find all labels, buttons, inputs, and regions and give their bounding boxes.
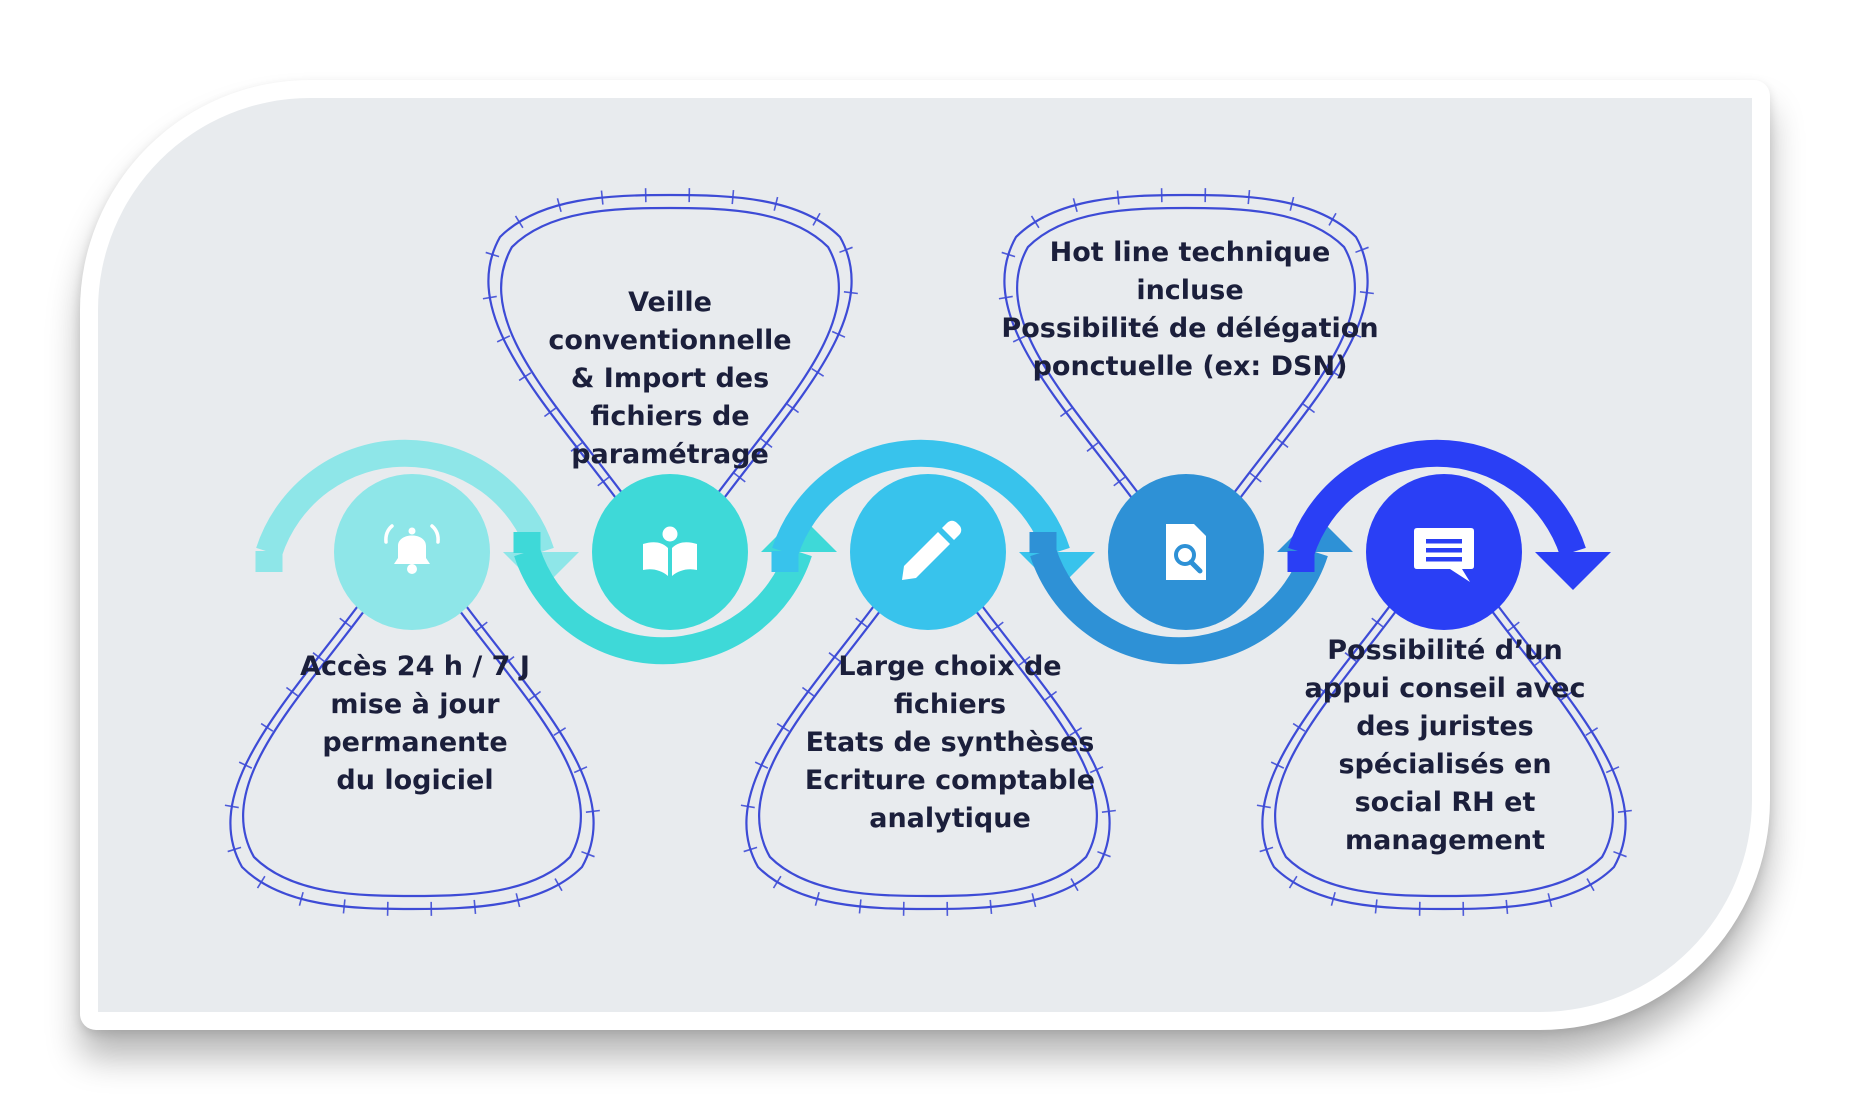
step-circle-hotline [1108, 474, 1264, 630]
ladder-ticks [1255, 582, 1633, 917]
label-line: management [1344, 825, 1545, 856]
step-label-appui: Possibilité d’un appui conseil avec des … [1275, 632, 1615, 860]
label-line: appui conseil avec [1304, 673, 1586, 704]
file-search-icon [1166, 524, 1206, 580]
label-line: social RH et [1354, 787, 1536, 818]
blob-outline-choix [739, 582, 1117, 917]
label-line: Accès 24 h / 7 J [300, 651, 530, 682]
step-circle-veille [592, 474, 748, 630]
blob-outline-hotline [997, 187, 1375, 522]
label-line: Etats de synthèses [805, 727, 1095, 758]
blob-outline-acces [223, 582, 601, 917]
ladder-ticks [223, 582, 601, 917]
label-line: Veille [628, 287, 712, 318]
step-circle-appui [1366, 474, 1522, 630]
label-line: & Import des [570, 363, 770, 394]
label-line: fichiers [893, 689, 1007, 720]
ladder-ticks [739, 582, 1117, 917]
label-line: conventionnelle [548, 325, 792, 356]
blob-outline-veille [481, 187, 859, 522]
label-line: Hot line technique [1049, 237, 1331, 268]
label-line: du logiciel [336, 765, 494, 796]
label-line: paramétrage [571, 439, 769, 470]
step-label-veille: Veille conventionnelle & Import des fich… [505, 284, 835, 474]
arrow-head [1535, 552, 1611, 590]
label-line: des juristes [1356, 711, 1534, 742]
step-label-hotline: Hot line technique incluse Possibilité d… [990, 234, 1390, 386]
step-label-acces: Accès 24 h / 7 J mise à jour permanente … [250, 648, 580, 800]
book-reader-icon [643, 526, 697, 576]
label-line: Possibilité d’un [1327, 635, 1563, 666]
label-line: Ecriture comptable [804, 765, 1096, 796]
label-line: permanente [322, 727, 508, 758]
ladder-ticks [481, 187, 859, 522]
ladder-ticks [997, 187, 1375, 522]
label-line: ponctuelle (ex: DSN) [1032, 351, 1348, 382]
step-circle-choix [850, 474, 1006, 630]
flow-arc-appui [1287, 439, 1611, 590]
step-label-choix: Large choix de fichiers Etats de synthès… [770, 648, 1130, 838]
label-line: spécialisés en [1338, 749, 1552, 780]
label-line: mise à jour [330, 689, 500, 720]
chat-message-icon [1414, 528, 1474, 582]
label-line: analytique [869, 803, 1031, 834]
label-line: Large choix de [838, 651, 1062, 682]
label-line: fichiers de [590, 401, 750, 432]
bell-icon [384, 524, 440, 574]
pencil-icon [902, 520, 962, 580]
label-line: incluse [1136, 275, 1244, 306]
step-circle-acces [334, 474, 490, 630]
blob-outline-appui [1255, 582, 1633, 917]
label-line: Possibilité de délégation [1001, 313, 1379, 344]
